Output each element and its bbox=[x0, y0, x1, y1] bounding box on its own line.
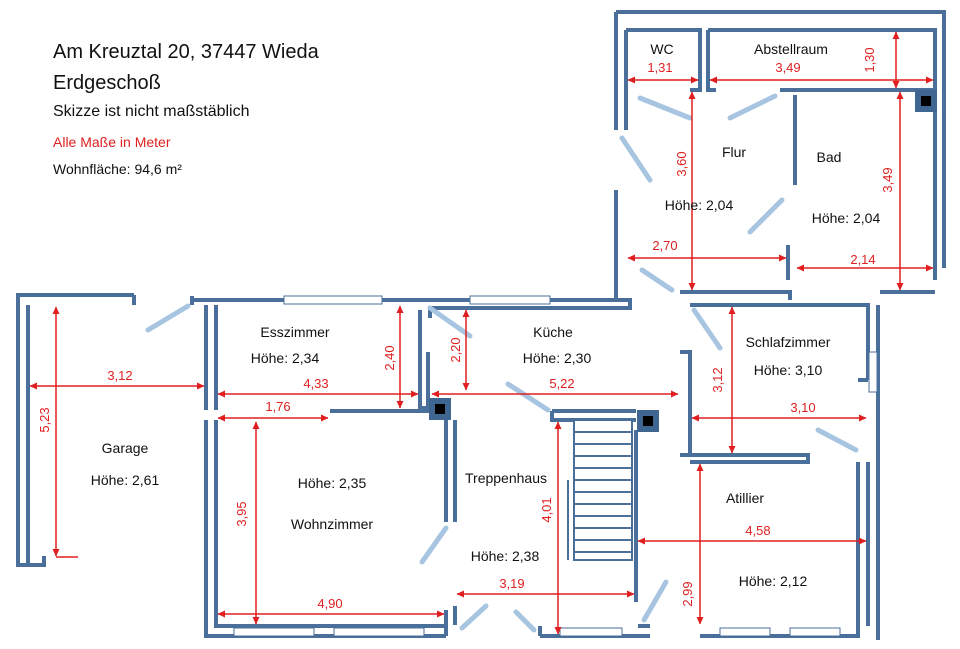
room-esszimmer-height: Höhe: 2,34 bbox=[251, 350, 320, 366]
door-flur-south bbox=[639, 267, 675, 293]
room-flur: Flur bbox=[722, 144, 746, 160]
room-garage-height: Höhe: 2,61 bbox=[91, 472, 160, 488]
room-atillier-height: Höhe: 2,12 bbox=[739, 573, 808, 589]
room-kueche: Küche bbox=[533, 324, 573, 340]
door-schlafzimmer-east bbox=[815, 427, 859, 453]
window-wohnzimmer-2 bbox=[333, 627, 425, 637]
room-bad: Bad bbox=[817, 149, 842, 165]
units-note: Alle Maße in Meter bbox=[53, 134, 171, 150]
room-bad-height: Höhe: 2,04 bbox=[812, 210, 881, 226]
living-area: Wohnfläche: 94,6 m² bbox=[53, 161, 182, 177]
room-wc: WC bbox=[650, 41, 673, 57]
room-treppenhaus-height: Höhe: 2,38 bbox=[471, 548, 540, 564]
wall-annex-outer bbox=[614, 10, 946, 268]
dim-treppenhaus-length: 4,01 bbox=[539, 497, 554, 522]
dim-atillier-width: 4,58 bbox=[745, 523, 770, 538]
dim-wohnzimmer-width: 4,90 bbox=[317, 596, 342, 611]
chimneys bbox=[429, 90, 937, 432]
dim-bad-length: 3,49 bbox=[880, 167, 895, 192]
scale-note: Skizze ist nicht maßstäblich bbox=[53, 103, 250, 120]
window-east bbox=[868, 351, 878, 393]
window-wohnzimmer-1 bbox=[233, 627, 315, 637]
wall-wc bbox=[626, 28, 702, 92]
room-abstellraum: Abstellraum bbox=[754, 41, 828, 57]
wall-kitchen-stair bbox=[550, 409, 636, 422]
window-stair-bottom bbox=[559, 627, 623, 637]
dim-esszimmer-width: 4,33 bbox=[303, 376, 328, 391]
dim-kueche-depth: 2,20 bbox=[448, 337, 463, 362]
window-atillier-2 bbox=[789, 627, 841, 637]
door-bad bbox=[747, 197, 785, 235]
wall-main-top-right bbox=[690, 303, 870, 380]
dim-wohnzimmer-length: 3,95 bbox=[234, 501, 249, 526]
door-abstellraum bbox=[727, 93, 778, 121]
door-kitchen-top bbox=[427, 305, 473, 339]
dim-treppenhaus-width: 3,19 bbox=[499, 576, 524, 591]
dim-esszimmer-depth: 2,40 bbox=[382, 345, 397, 370]
room-flur-height: Höhe: 2,04 bbox=[665, 197, 734, 213]
room-schlafzimmer-height: Höhe: 3,10 bbox=[754, 362, 823, 378]
dim-atillier-depth: 2,99 bbox=[680, 581, 695, 606]
room-treppenhaus: Treppenhaus bbox=[465, 470, 547, 486]
wall-schlafzimmer-bottom bbox=[680, 453, 810, 464]
dim-kueche-width: 5,22 bbox=[549, 376, 574, 391]
room-garage: Garage bbox=[102, 440, 149, 456]
room-wohnzimmer-height: Höhe: 2,35 bbox=[298, 475, 367, 491]
dim-abstellraum-depth: 1,30 bbox=[862, 47, 877, 72]
wall-esszimmer-right bbox=[418, 310, 430, 410]
room-wohnzimmer: Wohnzimmer bbox=[291, 516, 374, 532]
dim-garage-width: 3,12 bbox=[107, 368, 132, 383]
door-garage bbox=[145, 303, 191, 333]
dim-schlafzimmer-depth: 3,12 bbox=[710, 367, 725, 392]
dimension-labels: 1,31 3,49 1,30 3,60 3,49 2,70 2,14 3,12 … bbox=[37, 47, 895, 611]
wall-main-top bbox=[190, 296, 632, 318]
dim-wc-width: 1,31 bbox=[647, 60, 672, 75]
dimension-lines bbox=[29, 31, 934, 635]
dim-flur-length: 3,60 bbox=[674, 151, 689, 176]
dim-opening-width: 1,76 bbox=[265, 399, 290, 414]
wall-abstellraum bbox=[706, 28, 937, 280]
wall-garage bbox=[16, 293, 136, 567]
door-stair-entry bbox=[459, 603, 489, 631]
door-wc bbox=[637, 95, 693, 121]
wall-schlafzimmer-left bbox=[680, 350, 692, 457]
dim-bad-width: 2,14 bbox=[850, 252, 875, 267]
staircase bbox=[567, 419, 633, 561]
room-labels: WC Abstellraum Flur Höhe: 2,04 Bad Höhe:… bbox=[91, 41, 881, 589]
room-esszimmer: Esszimmer bbox=[260, 324, 330, 340]
window-esszimmer bbox=[283, 295, 383, 305]
dim-schlafzimmer-width: 3,10 bbox=[790, 400, 815, 415]
room-atillier: Atillier bbox=[726, 490, 764, 506]
door-stair-bottom bbox=[513, 609, 537, 633]
floor-title: Erdgeschoß bbox=[53, 72, 161, 94]
wall-west bbox=[204, 305, 446, 638]
dim-flur-width: 2,70 bbox=[652, 238, 677, 253]
door-wohnzimmer bbox=[419, 525, 449, 565]
address-title: Am Kreuztal 20, 37447 Wieda bbox=[53, 41, 319, 63]
dim-abstellraum-width: 3,49 bbox=[775, 60, 800, 75]
dim-garage-length: 5,23 bbox=[37, 407, 52, 432]
door-atillier bbox=[641, 579, 669, 623]
windows bbox=[233, 295, 878, 637]
wall-wohnzimmer-right bbox=[444, 420, 457, 636]
room-schlafzimmer: Schlafzimmer bbox=[746, 334, 831, 350]
window-atillier-1 bbox=[719, 627, 771, 637]
room-kueche-height: Höhe: 2,30 bbox=[523, 350, 592, 366]
door-schlafzimmer bbox=[691, 307, 723, 351]
door-annex-west bbox=[619, 135, 653, 183]
wall-annex-bottom bbox=[680, 290, 792, 300]
door-kitchen-stair bbox=[505, 381, 551, 413]
window-kueche-top bbox=[469, 295, 551, 305]
